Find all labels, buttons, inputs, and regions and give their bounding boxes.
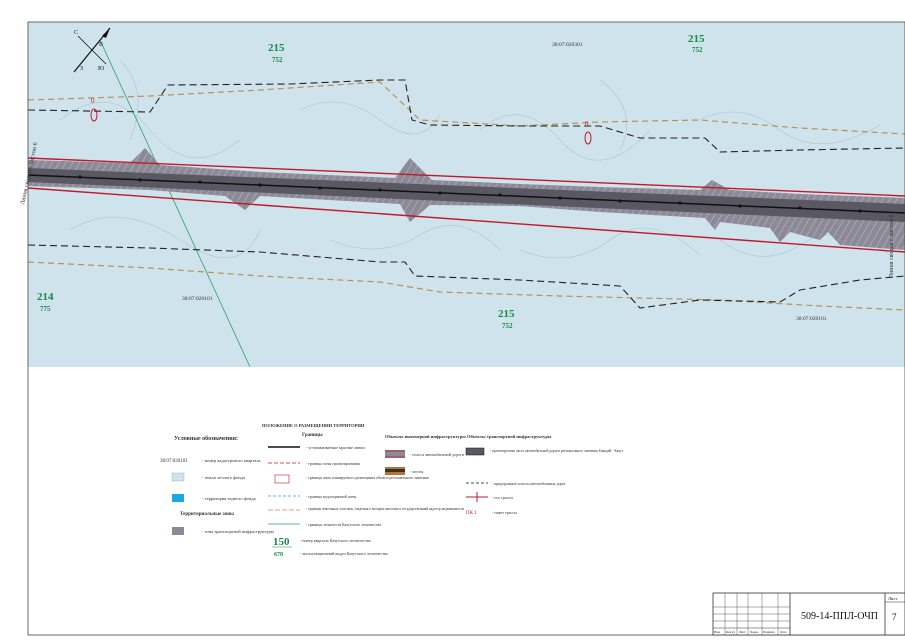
compass-east: В: [99, 42, 103, 48]
svg-text:752: 752: [502, 322, 513, 330]
legend-picket-label: - пикет трассы: [492, 510, 517, 515]
legend-roadside-label: - придорожные полосы автомобильных дорог: [492, 482, 566, 486]
title-col-date: Дата: [780, 630, 787, 634]
sheet-frame: [27, 21, 905, 636]
title-col-sheet: Лист: [739, 630, 746, 634]
legend-water-zone-label: - граница водоохранной зоны: [306, 494, 357, 499]
legend-road-strip-label: - полоса автомобильной дороги: [410, 452, 465, 457]
station-mark-label-1: 0: [91, 97, 95, 105]
svg-text:214: 214: [37, 291, 54, 303]
cadastral-label-2: 38:07:020101: [182, 296, 213, 302]
cadastral-label-1: 38:07:020301: [552, 42, 583, 48]
legend-road-strip-sample: [385, 450, 405, 458]
match-line-right: Линия сводки с листом 8: [889, 214, 895, 278]
legend-col2-subtitle: Границы: [302, 433, 323, 438]
legend-placement-zone-label: - границы зоны планируемого размещения о…: [306, 476, 429, 480]
legend-water-label: - территория водного фонда: [202, 496, 256, 501]
legend-forestry-label: - границы лесничеств Качугского лесничес…: [306, 523, 381, 527]
sheet-label: Лист: [888, 596, 897, 601]
cadastral-boundary-lower: [27, 261, 905, 311]
legend-cadastral-label: - номер кадастрового квартала: [202, 458, 261, 463]
forestry-boundary-line: [99, 39, 251, 368]
svg-text:215: 215: [498, 308, 515, 320]
sheet-number: 7: [892, 612, 897, 622]
legend-designed-road-label: - проектируемая часть автомобильной доро…: [490, 449, 624, 453]
legend-land-plot-label: - границы земельных участков, сведения о…: [306, 507, 464, 512]
svg-text:215: 215: [688, 33, 705, 45]
legend-col3-title: Объекты инженерной инфраструктуры: [385, 434, 466, 439]
legend-water-swatch: [172, 494, 184, 502]
quarter-label-1: 215 752: [268, 42, 285, 64]
title-block: Изм. Кол.уч Лист №док. Подпись Дата 509-…: [712, 592, 905, 636]
title-col-change: Изм.: [714, 630, 721, 634]
station-mark-label-2: 0: [585, 120, 589, 128]
road-carriageway: [28, 168, 905, 222]
legend-picket-sample: ПК 1: [466, 511, 477, 516]
doc-code: 509-14-ППЛ-ОЧП: [801, 611, 878, 622]
legend-col2-title: ПОЛОЖЕНИЕ О РАЗМЕЩЕНИИ ТЕРРИТОРИИ: [262, 423, 365, 428]
compass-north: С: [74, 30, 78, 36]
legend-design-zone-label: - граница зоны проектирования: [306, 461, 360, 466]
quarter-label-4: 215 752: [498, 308, 515, 330]
compass-west: З: [80, 66, 83, 72]
legend-quarter-num-sample: 150: [273, 536, 290, 548]
contour-lines: [59, 59, 891, 259]
legend-forest-label: - земли лесного фонда: [202, 475, 245, 480]
legend-red-line-label: - устанавливаемые красные линии: [306, 445, 365, 450]
svg-text:752: 752: [272, 56, 283, 64]
legend-quarter-num-label: - номер квартала Качугского лесничества: [300, 538, 371, 543]
legend-subplot-label: - эксплуатационный выдел Качугского лесн…: [300, 551, 388, 556]
legend-forest-swatch: [171, 472, 185, 482]
legend-placement-zone-sample: [274, 474, 290, 484]
quarter-label-2: 215 752: [688, 33, 705, 54]
legend-sample-cadastral: 38:07:020101: [160, 459, 188, 464]
legend-zones-heading: Территориальные зоны: [180, 512, 234, 517]
svg-text:752: 752: [692, 46, 703, 54]
legend-transport-zone-swatch: [172, 527, 184, 535]
legend-axis-label: - ось трассы: [492, 495, 513, 500]
svg-text:775: 775: [40, 305, 51, 313]
legend-title: Условные обозначения:: [174, 435, 238, 442]
svg-text:215: 215: [268, 42, 285, 54]
road-corridor: [27, 148, 905, 253]
legend-subplot-sample: 678: [274, 552, 283, 558]
north-arrow: С В Ю З: [73, 27, 111, 73]
legend-axis-sample: [466, 492, 488, 502]
title-col-count: Кол.уч: [726, 630, 735, 634]
legend-designed-road-sample: [465, 447, 485, 456]
title-col-signature: Подпись: [763, 630, 775, 634]
station-marks: [90, 108, 592, 145]
cadastral-label-3: 38:07:020101: [796, 316, 827, 322]
quarter-label-3: 214 775: [37, 291, 54, 313]
legend-col4-title: Объекты транспортной инфраструктуры: [467, 434, 552, 439]
road-axis: [27, 174, 905, 214]
legend-transport-zone-label: - зона транспортной инфраструктуры: [202, 529, 274, 534]
compass-south: Ю: [98, 66, 104, 72]
legend-bridge-label: - мосты: [410, 469, 423, 474]
title-col-doc: №док.: [750, 630, 759, 634]
design-zone-boundary-upper: [27, 79, 905, 153]
